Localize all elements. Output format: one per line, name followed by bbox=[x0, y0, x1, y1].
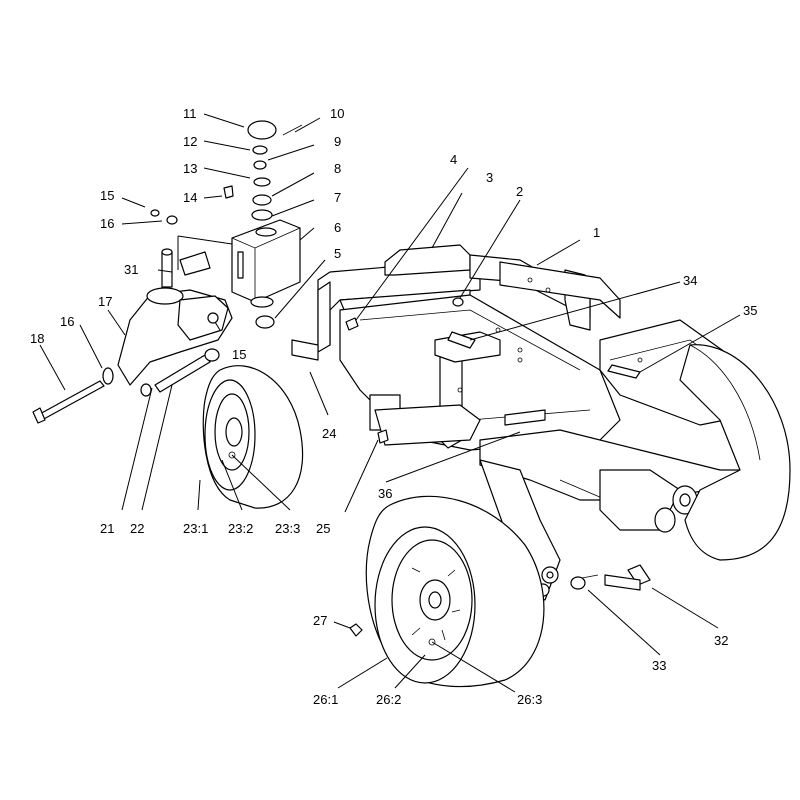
callout-36: 36 bbox=[378, 486, 392, 501]
callout-23-3: 23:3 bbox=[275, 521, 300, 536]
callout-34: 34 bbox=[683, 273, 697, 288]
kingpin-assembly bbox=[32, 120, 319, 424]
callout-15-top: 15 bbox=[100, 188, 114, 203]
callout-32: 32 bbox=[714, 633, 728, 648]
callout-17: 17 bbox=[98, 294, 112, 309]
callout-12: 12 bbox=[183, 134, 197, 149]
callout-1: 1 bbox=[593, 225, 600, 240]
callout-5: 5 bbox=[334, 246, 341, 261]
callout-23-1: 23:1 bbox=[183, 521, 208, 536]
callout-14: 14 bbox=[183, 190, 197, 205]
caster-wheel bbox=[202, 365, 304, 509]
callout-26-3: 26:3 bbox=[517, 692, 542, 707]
hardware bbox=[345, 297, 641, 637]
main-frame bbox=[317, 244, 751, 601]
leader-lines bbox=[39, 113, 741, 693]
callout-6: 6 bbox=[334, 220, 341, 235]
callout-4: 4 bbox=[450, 152, 457, 167]
callout-3: 3 bbox=[486, 170, 493, 185]
callout-33: 33 bbox=[652, 658, 666, 673]
callout-9: 9 bbox=[334, 134, 341, 149]
hitch-pin bbox=[570, 564, 651, 591]
callout-22: 22 bbox=[130, 521, 144, 536]
callout-15-bottom: 15 bbox=[232, 347, 246, 362]
callout-26-2: 26:2 bbox=[376, 692, 401, 707]
callout-24: 24 bbox=[322, 426, 336, 441]
drive-wheel-rear bbox=[679, 344, 791, 561]
callout-16-bottom: 16 bbox=[60, 314, 74, 329]
callout-25: 25 bbox=[316, 521, 330, 536]
callout-11: 11 bbox=[183, 106, 197, 121]
callout-35: 35 bbox=[743, 303, 757, 318]
callout-13: 13 bbox=[183, 161, 197, 176]
callout-16-top: 16 bbox=[100, 216, 114, 231]
callout-10: 10 bbox=[330, 106, 344, 121]
callout-18: 18 bbox=[30, 331, 44, 346]
callout-26-1: 26:1 bbox=[313, 692, 338, 707]
callout-8: 8 bbox=[334, 161, 341, 176]
callout-21: 21 bbox=[100, 521, 114, 536]
callout-7: 7 bbox=[334, 190, 341, 205]
callout-31: 31 bbox=[124, 262, 138, 277]
callout-27: 27 bbox=[313, 613, 327, 628]
callout-23-2: 23:2 bbox=[228, 521, 253, 536]
callout-labels: 11 10 12 9 13 8 14 7 15 16 6 5 31 17 16 … bbox=[30, 106, 757, 707]
callout-2: 2 bbox=[516, 184, 523, 199]
drive-wheel-front bbox=[365, 495, 545, 688]
